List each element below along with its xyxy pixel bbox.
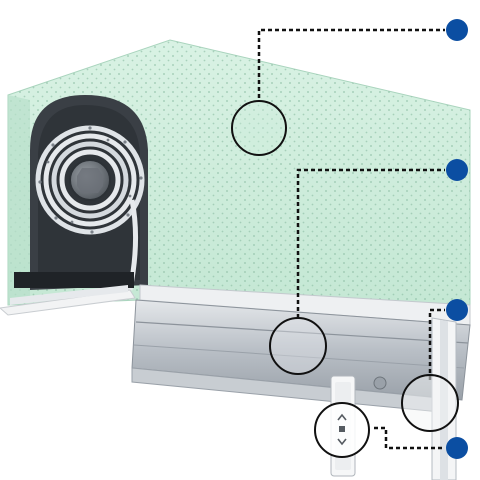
callout-lines bbox=[257, 28, 445, 450]
callout-dot-insulation[interactable] bbox=[446, 19, 468, 41]
magnifier-cover bbox=[269, 317, 327, 375]
switch-down-arrow-icon bbox=[337, 438, 347, 446]
slat-rivets bbox=[38, 126, 143, 234]
motor-hub-octagon bbox=[77, 168, 103, 193]
callout-line-cover bbox=[296, 168, 445, 318]
switch-up-arrow-icon bbox=[337, 413, 347, 421]
callout-dot-rail[interactable] bbox=[446, 299, 468, 321]
base-plate-edge bbox=[10, 285, 128, 305]
callout-dot-cover[interactable] bbox=[446, 159, 468, 181]
chamber-floor bbox=[14, 272, 134, 288]
magnifier-rail bbox=[401, 374, 459, 432]
front-cover-groove-2 bbox=[133, 344, 465, 369]
callout-markers bbox=[446, 19, 468, 459]
front-cover-groove bbox=[135, 321, 469, 344]
fascia-button bbox=[373, 376, 387, 390]
front-cover-profile bbox=[131, 299, 471, 401]
callout-line-rail bbox=[428, 308, 445, 380]
switch-stop-icon bbox=[339, 426, 345, 432]
callout-line-switch bbox=[374, 426, 445, 450]
callout-line-insulation bbox=[257, 28, 445, 98]
insulation-side-shade bbox=[8, 95, 30, 305]
callout-dot-switch[interactable] bbox=[446, 437, 468, 459]
magnifier-insulation bbox=[231, 100, 287, 156]
switch-arrows bbox=[337, 413, 347, 446]
